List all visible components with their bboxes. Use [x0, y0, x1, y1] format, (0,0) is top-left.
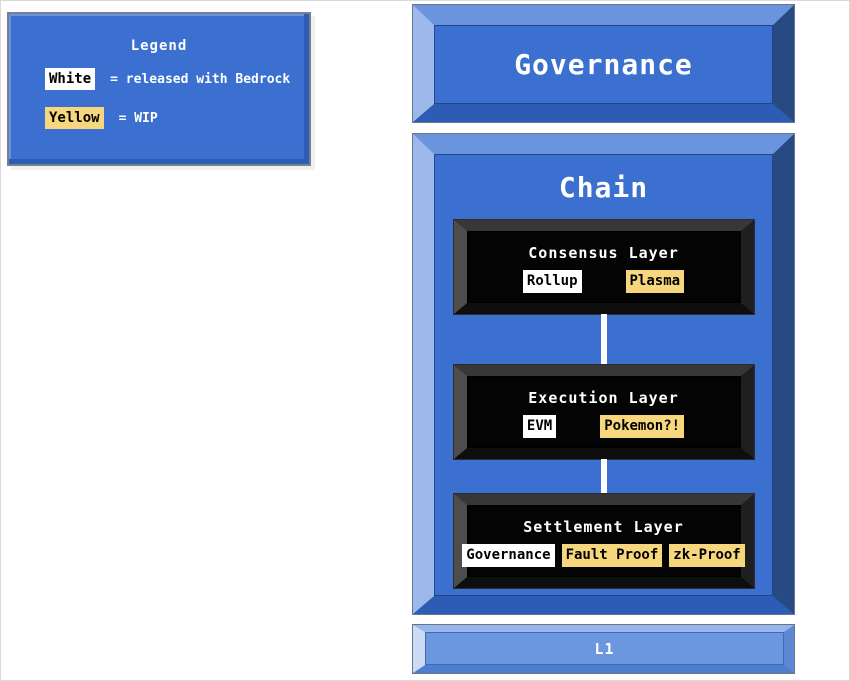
legend-swatch-yellow: Yellow [45, 107, 104, 129]
tag-zk-proof: zk-Proof [669, 544, 745, 567]
legend-desc-yellow: = WIP [118, 110, 158, 126]
governance-label: Governance [514, 48, 693, 81]
legend-item-yellow: Yellow = WIP [9, 107, 309, 129]
legend-desc-white: = released with Bedrock [110, 71, 291, 87]
tag-governance: Governance [462, 544, 555, 567]
tag-plasma: Plasma [625, 270, 685, 293]
l1-label: L1 [594, 639, 615, 658]
consensus-layer-node: Consensus Layer Rollup Plasma [452, 219, 755, 315]
execution-layer-title: Execution Layer [528, 389, 679, 407]
tag-pokemon: Pokemon?! [600, 415, 685, 438]
connector-line-execution-settlement [600, 459, 607, 494]
settlement-layer-tags: Governance Fault Proof zk-Proof [462, 544, 745, 567]
chain-node: Chain Consensus Layer Rollup Plasma Exec… [412, 133, 795, 615]
chain-content: Chain Consensus Layer Rollup Plasma Exec… [434, 154, 773, 596]
l1-node: L1 [412, 624, 795, 674]
governance-node: Governance [412, 4, 795, 123]
consensus-layer-tags: Rollup Plasma [467, 270, 741, 293]
connector-line-consensus-execution [600, 314, 607, 365]
settlement-layer-title: Settlement Layer [523, 518, 684, 536]
chain-title: Chain [558, 170, 649, 204]
tag-rollup: Rollup [522, 270, 582, 293]
tag-fault-proof: Fault Proof [561, 544, 663, 567]
legend-item-white: White = released with Bedrock [9, 68, 309, 90]
execution-layer-node: Execution Layer EVM Pokemon?! [452, 364, 755, 460]
execution-layer-tags: EVM Pokemon?! [467, 415, 741, 438]
legend-swatch-white: White [45, 68, 96, 90]
tag-evm: EVM [522, 415, 557, 438]
legend-panel: Legend White = released with Bedrock Yel… [7, 12, 311, 166]
consensus-layer-title: Consensus Layer [528, 244, 679, 262]
settlement-layer-node: Settlement Layer Governance Fault Proof … [452, 493, 755, 589]
legend-title: Legend [130, 38, 188, 54]
